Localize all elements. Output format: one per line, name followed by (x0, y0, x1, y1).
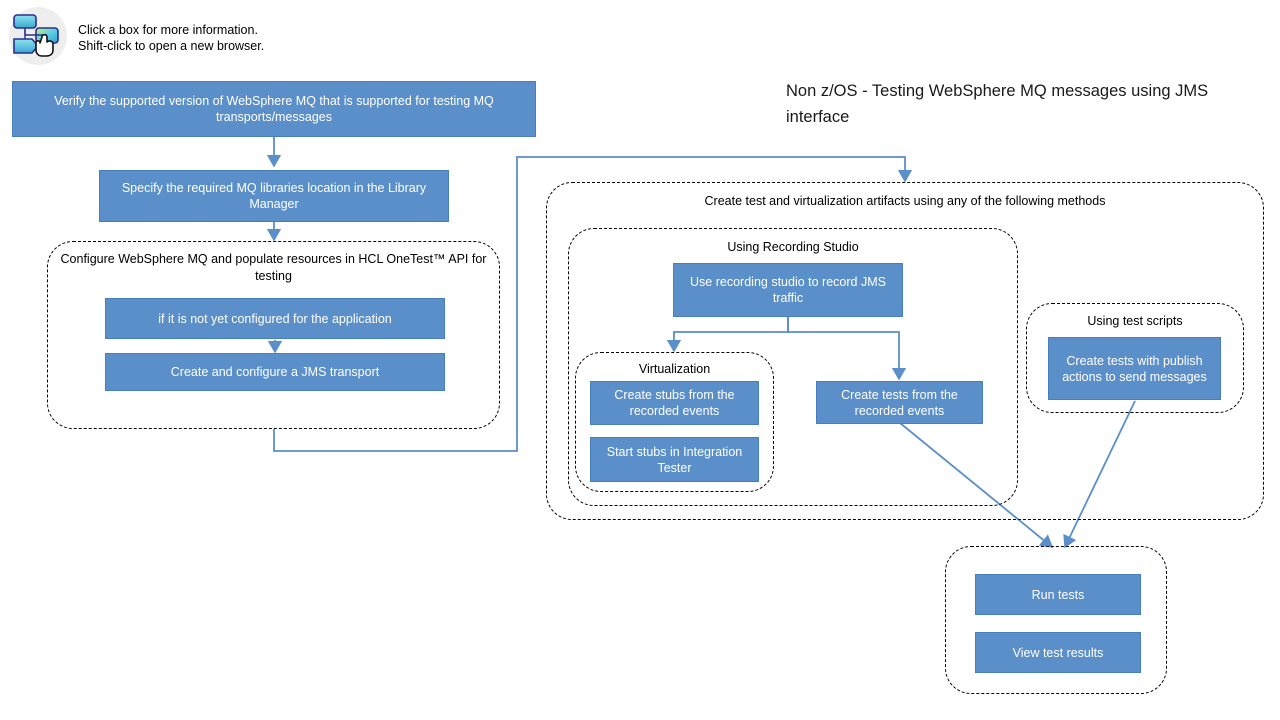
box-create-tests-publish[interactable]: Create tests with publish actions to sen… (1048, 337, 1221, 400)
page-title: Non z/OS - Testing WebSphere MQ messages… (786, 82, 1209, 126)
header-instructions: Click a box for more information. Shift-… (78, 22, 264, 54)
group-using-recording-studio: Using Recording Studio (568, 228, 1018, 506)
box-use-recording-studio[interactable]: Use recording studio to record JMS traff… (673, 263, 903, 317)
box-create-stubs[interactable]: Create stubs from the recorded events (590, 381, 759, 425)
box-create-jms-transport-label: Create and configure a JMS transport (170, 365, 380, 379)
box-run-tests-label: Run tests (1031, 587, 1085, 602)
box-view-test-results[interactable]: View test results (975, 632, 1141, 673)
group-using-test-scripts: Using test scripts (1026, 303, 1244, 413)
group-configure-mq-label: Configure WebSphere MQ and populate reso… (60, 252, 487, 283)
box-verify-version[interactable]: Verify the supported version of WebSpher… (12, 81, 536, 137)
box-view-test-results-label: View test results (1012, 645, 1104, 660)
group-create-artifacts: Create test and virtualization artifacts… (546, 182, 1264, 520)
group-create-artifacts-label: Create test and virtualization artifacts… (704, 194, 1106, 208)
box-create-tests-recorded-label: Create tests from the recorded events (841, 387, 958, 418)
box-run-tests[interactable]: Run tests (975, 574, 1141, 615)
box-use-recording-studio-label: Use recording studio to record JMS traff… (690, 275, 886, 305)
box-not-configured[interactable]: if it is not yet configured for the appl… (105, 298, 445, 339)
box-create-stubs-label: Create stubs from the recorded events (614, 388, 735, 418)
group-configure-mq: Configure WebSphere MQ and populate reso… (47, 241, 500, 429)
box-create-tests-publish-label: Create tests with publish actions to sen… (1062, 353, 1207, 384)
group-virtualization-label: Virtualization (638, 362, 711, 376)
header-instruction-line-1: Click a box for more information. (78, 23, 258, 37)
group-results (945, 546, 1167, 694)
header-instruction-line-2: Shift-click to open a new browser. (78, 39, 265, 53)
box-verify-version-label: Verify the supported version of WebSpher… (54, 94, 494, 124)
box-start-stubs[interactable]: Start stubs in Integration Tester (590, 437, 759, 482)
box-create-tests-recorded[interactable]: Create tests from the recorded events (816, 381, 983, 424)
box-start-stubs-label: Start stubs in Integration Tester (606, 444, 743, 475)
box-specify-libraries-label: Specify the required MQ libraries locati… (121, 181, 427, 211)
group-using-recording-studio-label: Using Recording Studio (727, 240, 859, 254)
flowchart-pointer-icon (6, 6, 70, 66)
group-using-test-scripts-label: Using test scripts (1087, 314, 1183, 328)
group-virtualization: Virtualization (575, 352, 774, 492)
box-not-configured-label: if it is not yet configured for the appl… (158, 311, 392, 326)
box-create-jms-transport[interactable]: Create and configure a JMS transport (105, 353, 445, 391)
box-specify-libraries[interactable]: Specify the required MQ libraries locati… (99, 170, 449, 222)
